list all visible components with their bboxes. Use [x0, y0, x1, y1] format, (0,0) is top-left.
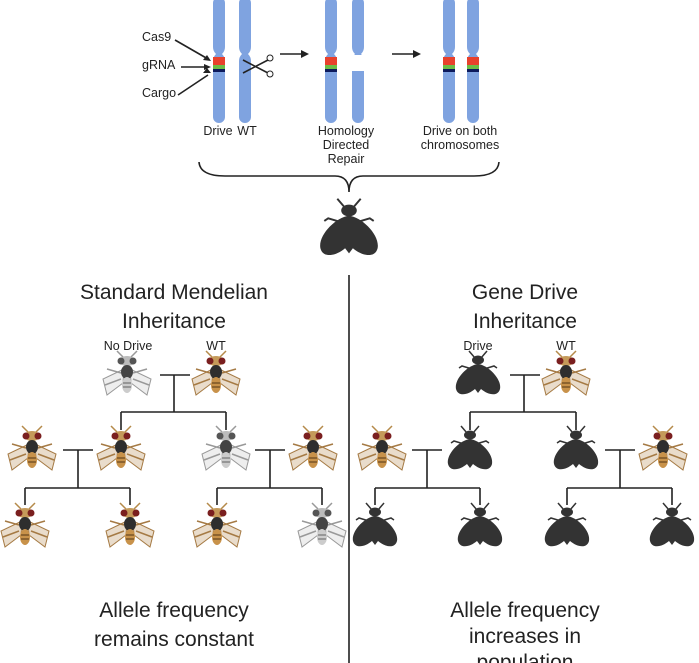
label-cas9: Cas9	[142, 30, 171, 44]
chromosome-hdr-cut	[350, 0, 366, 123]
fly-drive	[455, 350, 501, 396]
label-drive: Drive	[203, 124, 232, 138]
chromosome-hdr-drive	[325, 0, 337, 123]
pedigree-lines-left	[24, 374, 323, 505]
fly-drive	[649, 502, 695, 548]
scissors-icon	[242, 54, 274, 78]
label-wt-left: WT	[206, 339, 226, 353]
brace	[198, 161, 500, 193]
drive-fly-icon	[319, 197, 379, 257]
fly-wt	[192, 502, 242, 548]
chromosome-both-1	[443, 0, 455, 123]
fly-wt	[96, 425, 146, 471]
label-no-drive: No Drive	[104, 339, 153, 353]
arrow-right-icon	[392, 50, 421, 58]
fly-drive	[447, 425, 493, 471]
fly-wt	[0, 502, 50, 548]
pedigree-lines-right	[374, 374, 673, 505]
fly-wt	[191, 350, 241, 396]
label-wt: WT	[237, 124, 257, 138]
fly-no-drive	[201, 425, 251, 471]
fly-wt	[357, 425, 407, 471]
label-wt-right: WT	[556, 339, 576, 353]
fly-no-drive	[297, 502, 347, 548]
arrow-right-icon	[280, 50, 309, 58]
label-grna: gRNA	[142, 58, 176, 72]
fly-drive	[553, 425, 599, 471]
label-drive-right: Drive	[463, 339, 492, 353]
fly-drive	[457, 502, 503, 548]
fly-wt	[105, 502, 155, 548]
fly-wt	[288, 425, 338, 471]
chromosome-both-2	[467, 0, 479, 123]
fly-no-drive	[102, 350, 152, 396]
label-cargo: Cargo	[142, 86, 176, 100]
fly-wt	[638, 425, 688, 471]
fly-drive	[544, 502, 590, 548]
fly-wt	[7, 425, 57, 471]
chromosome-drive	[213, 0, 225, 123]
label-arrows	[174, 39, 211, 96]
fly-drive	[352, 502, 398, 548]
fly-wt	[541, 350, 591, 396]
